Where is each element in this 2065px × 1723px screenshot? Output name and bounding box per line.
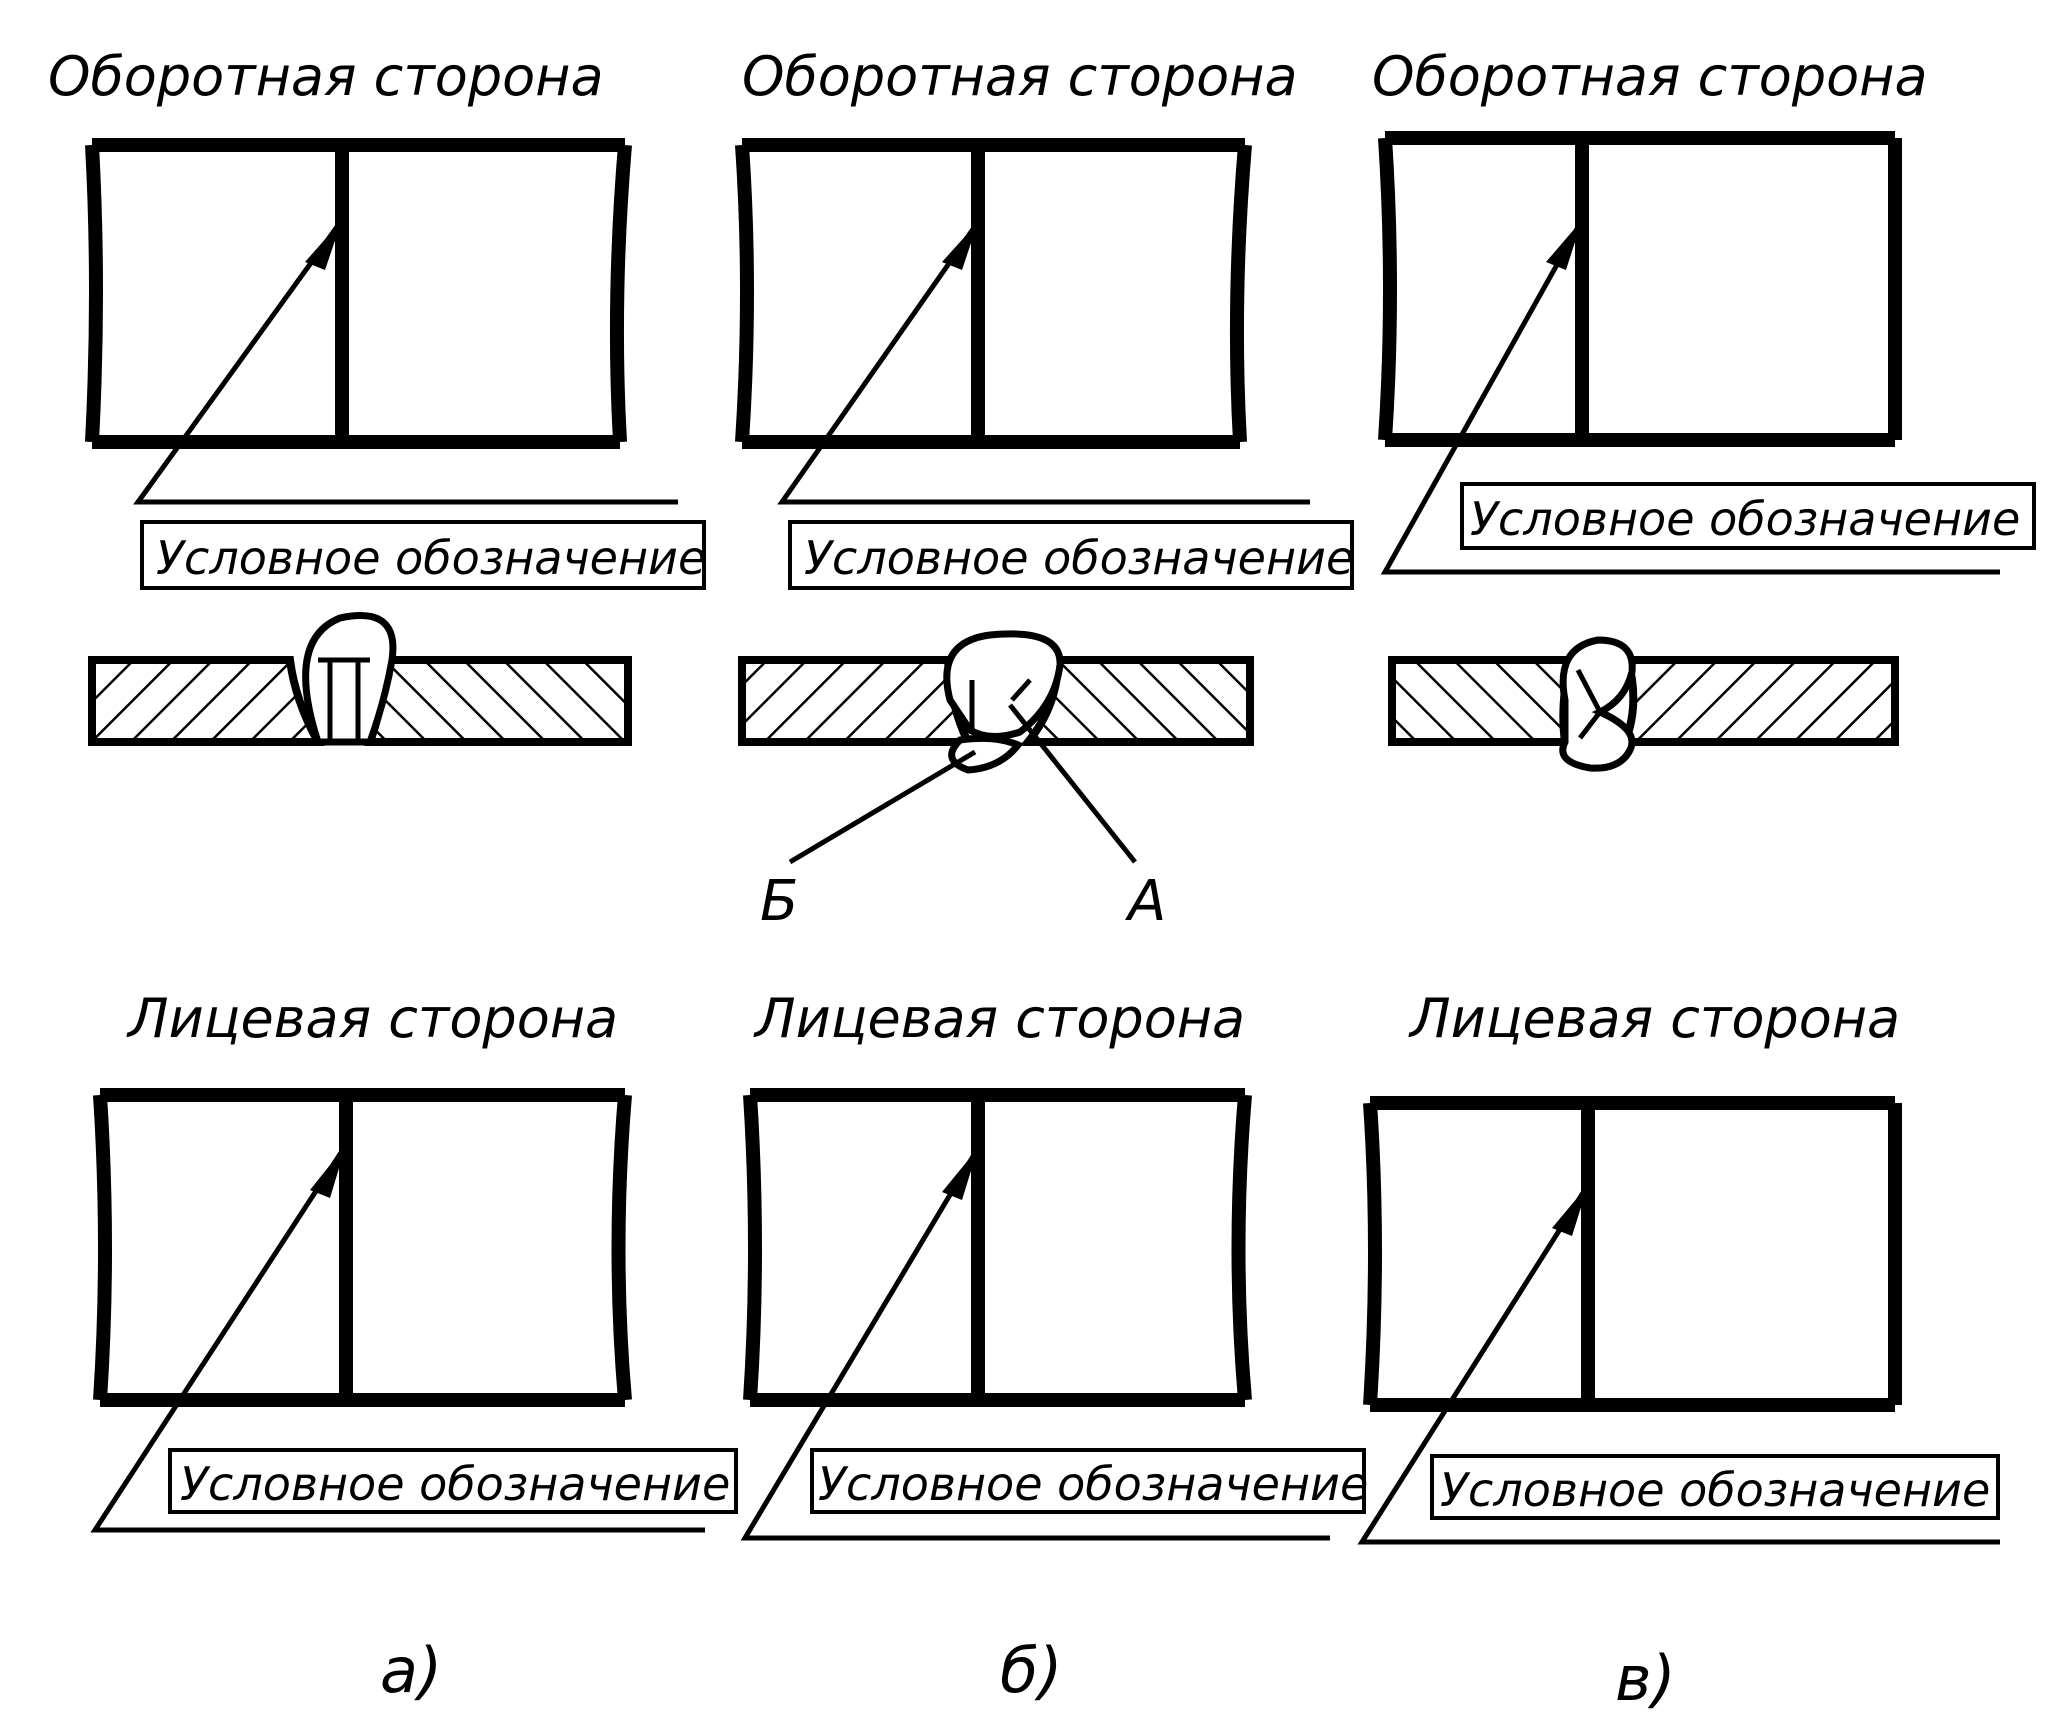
callout-lines-b [788, 703, 1137, 865]
callout-a-label: А [1125, 869, 1166, 934]
column-a: Оборотная сторона Условное обозначение Л… [48, 45, 738, 1707]
symbol-text-face-c: Условное обозначение [1440, 1463, 1990, 1517]
caption-a: а) [380, 1634, 442, 1707]
face-plates-c [1363, 1096, 1902, 1412]
symbol-box-back-b [788, 520, 1354, 590]
column-c: Оборотная сторона Условное обозначение Л… [1357, 45, 2036, 1715]
weld-section-c [1388, 636, 1899, 772]
symbol-box-face-a [168, 1448, 738, 1514]
back-plates-c [1378, 131, 1902, 447]
symbol-text-face-a: Условное обозначение [180, 1457, 730, 1511]
leader-line-back-a [133, 218, 678, 505]
symbol-text-back-c: Условное обозначение [1470, 492, 2020, 546]
leader-line-face-b [740, 1146, 1330, 1541]
symbol-text-back-a: Условное обозначение [156, 531, 706, 585]
caption-b: б) [1000, 1634, 1062, 1707]
face-side-label-a: Лицевая сторона [126, 987, 618, 1050]
back-side-label-a: Оборотная сторона [48, 45, 604, 108]
weld-section-b [738, 630, 1254, 774]
back-plates-b [735, 138, 1252, 449]
symbol-box-face-b [810, 1448, 1366, 1514]
callout-b-label: Б [760, 869, 798, 934]
symbol-text-back-b: Условное обозначение [804, 531, 1354, 585]
face-side-label-b: Лицевая сторона [753, 987, 1245, 1050]
caption-c: в) [1615, 1642, 1676, 1715]
face-plates-b [743, 1088, 1252, 1407]
column-b: Оборотная сторона Условное обозначение Б [735, 45, 1368, 1707]
weld-section-a [88, 612, 632, 746]
face-side-label-c: Лицевая сторона [1408, 987, 1900, 1050]
leader-line-back-c [1380, 218, 2000, 575]
symbol-box-face-c [1430, 1454, 2000, 1520]
face-plates-a [93, 1088, 632, 1407]
leader-line-face-a [90, 1143, 705, 1533]
back-plates-a [85, 138, 632, 449]
symbol-text-face-b: Условное обозначение [818, 1457, 1368, 1511]
symbol-box-back-c [1460, 482, 2036, 550]
leader-line-face-c [1357, 1183, 2000, 1545]
back-side-label-b: Оборотная сторона [742, 45, 1298, 108]
leader-line-back-b [777, 220, 1310, 505]
back-side-label-c: Оборотная сторона [1372, 45, 1928, 108]
symbol-box-back-a [140, 520, 706, 590]
